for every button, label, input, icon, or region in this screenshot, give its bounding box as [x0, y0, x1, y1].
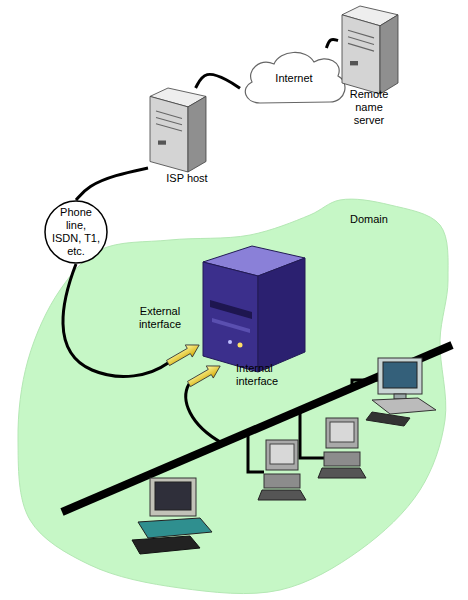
node-label: Internet	[244, 72, 344, 85]
cable-connector	[76, 168, 148, 200]
isp-server: ISP host	[148, 88, 216, 188]
node-label: Remote name server	[347, 88, 391, 127]
name-server: Remote name server	[338, 4, 400, 126]
node-label: Phone line, ISDN, T1, etc.	[51, 206, 101, 258]
link-circle: Phone line, ISDN, T1, etc.	[44, 200, 108, 264]
node-label: ISP host	[158, 172, 216, 185]
gateway-server	[203, 246, 305, 372]
internet-cloud: Internet	[240, 48, 348, 110]
cable-connector	[326, 39, 338, 48]
node-label: Domain	[350, 213, 410, 226]
callout-label: External interface	[132, 305, 188, 331]
callout-label: Internal interface	[236, 362, 292, 388]
cable-connector	[196, 74, 240, 88]
